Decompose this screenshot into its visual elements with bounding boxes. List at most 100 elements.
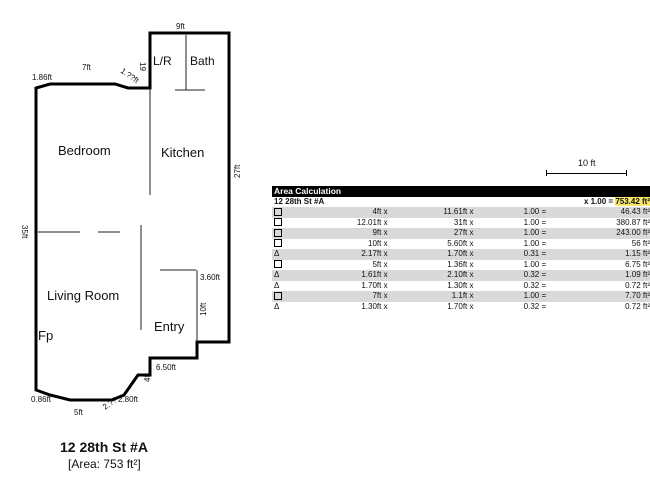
dim-entry-wall: 10ft [199,302,208,316]
square-shape-icon [274,260,282,269]
scale-tick-right [626,170,627,176]
calc-dim-b: 1.30ft x [389,280,476,291]
calc-dim-a: 2.17ft x [302,249,390,260]
room-label-lr: L/R [153,54,172,68]
dim-corner-right: 1.??ft [119,66,141,85]
calc-area: 6.75 ft² [548,259,650,270]
calc-dim-b: 5.60ft x [389,238,476,249]
calc-dim-b: 2.10ft x [389,270,476,281]
calc-dim-b: 11.61ft x [389,207,476,218]
property-title: 12 28th St #A [60,439,148,455]
calc-dim-a: 4ft x [302,207,390,218]
calc-dim-a: 9ft x [302,228,390,239]
dim-right: 27ft [233,164,242,178]
dim-top-vert: 19 [138,62,147,71]
calc-area: 56 ft² [548,238,650,249]
dim-bedroom-top: 7ft [82,63,92,72]
square-shape-icon [274,239,282,248]
calc-summary-row: 12 28th St #A x 1.00 = 753.42 ft² [272,196,650,207]
triangle-shape-icon: Δ [274,301,280,311]
calc-dim-b: 27ft x [389,228,476,239]
outer-wall [34,31,231,402]
calc-shape-cell: Δ [272,280,303,291]
calc-area: 1.15 ft² [548,249,650,260]
calc-factor: 1.00 = [475,259,549,270]
room-label-kitchen: Kitchen [161,145,204,160]
scale-line [546,173,626,174]
triangle-shape-icon: Δ [274,249,280,258]
calc-factor: 0.31 = [475,249,549,260]
dim-corner-bl: 0.86ft [31,395,52,404]
calc-area: 380.87 ft² [548,217,650,228]
square-shape-icon [274,207,282,216]
calc-multiplier: x 1.00 = [583,196,616,206]
room-label-living: Living Room [47,288,119,303]
calc-dim-a: 12.01ft x [302,217,390,228]
triangle-shape-icon: Δ [274,280,280,290]
calc-header-row: Area Calculation [272,186,650,197]
calc-factor: 1.00 = [475,291,549,302]
calc-total: 753.42 ft² [615,196,650,206]
square-shape-icon [274,291,282,300]
calc-area: 7.70 ft² [548,291,650,302]
room-label-entry: Entry [154,319,185,334]
dim-top: 9ft [176,22,186,31]
calc-factor: 1.00 = [475,217,549,228]
calc-shape-cell [272,217,303,228]
calc-shape-cell [272,291,303,302]
dim-corner-left: 1.86ft [32,73,53,82]
calc-dim-b: 1.1ft x [389,291,476,302]
calc-factor: 0.32 = [475,280,549,291]
calc-shape-cell: Δ [272,249,303,260]
calc-header: Area Calculation [272,186,650,197]
calc-dim-b: 1.70ft x [389,249,476,260]
square-shape-icon [274,228,282,237]
scale-bar: 10 ft [540,158,632,182]
dim-corner-br: 2.80ft [118,395,139,404]
calc-factor: 1.00 = [475,238,549,249]
calc-dim-a: 1.61ft x [302,270,390,281]
calc-factor: 0.32 = [475,270,549,281]
calc-shape-cell [272,259,303,270]
property-area: [Area: 753 ft²] [68,457,141,471]
calc-dim-a: 10ft x [302,238,390,249]
calc-shape-cell: Δ [272,270,303,281]
calc-area: 0.72 ft² [548,280,650,291]
calc-shape-cell [272,238,303,249]
calc-area: 46.43 ft² [548,207,650,218]
calc-factor: 1.00 = [475,228,549,239]
dim-left: 35ft [20,225,29,239]
calc-dim-a: 1.30ft x [302,301,390,312]
room-label-fp: Fp [38,328,53,343]
calc-area: 1.09 ft² [548,270,650,281]
dim-bottom: 5ft [74,408,84,417]
calc-name: 12 28th St #A [272,196,476,207]
room-label-bedroom: Bedroom [58,143,111,158]
calc-dim-a: 5ft x [302,259,390,270]
calc-factor: 0.32 = [475,301,549,312]
calc-dim-a: 1.70ft x [302,280,390,291]
scale-tick-left [546,170,547,176]
calc-shape-cell [272,207,303,218]
area-calculation-table: Area Calculation 12 28th St #A x 1.00 = … [272,186,650,312]
triangle-shape-icon: Δ [274,270,280,279]
calc-factor: 1.00 = [475,207,549,218]
dim-bottom-step: 6.50ft [156,363,177,372]
dim-bottom-vert: 4ft [143,372,152,382]
dim-entry-step: 3.60ft [200,273,221,282]
calc-dim-b: 31ft x [389,217,476,228]
room-label-bath: Bath [190,54,215,68]
calc-area: 243.00 ft² [548,228,650,239]
calc-area: 0.72 ft² [548,301,650,312]
